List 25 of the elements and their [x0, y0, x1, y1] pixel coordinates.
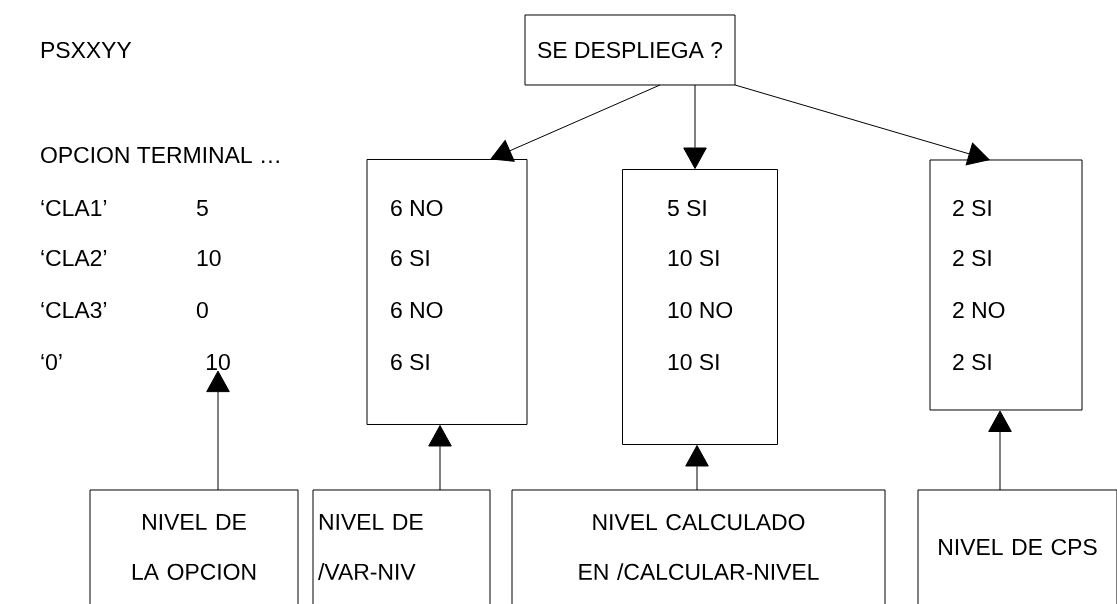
description-box: NIVEL DE /VAR-NIV	[312, 489, 491, 604]
table-text: ‘CLA3’	[41, 301, 107, 319]
level-box: 6 NO 6 SI 6 NO 6 SI	[366, 159, 528, 425]
arrow	[490, 84, 661, 162]
arrow	[734, 84, 990, 166]
level-box: 2 SI 2 SI 2 NO 2 SI	[929, 159, 1083, 411]
arrow	[685, 445, 709, 491]
arrow	[206, 370, 230, 491]
table-text: ‘CLA2’	[41, 249, 107, 267]
table-text: 5	[196, 200, 208, 216]
value-text: 10	[207, 353, 230, 371]
table-text: PSXXYY	[41, 41, 132, 59]
question-box: SE DESPLIEGA ?	[524, 14, 736, 86]
description-box: NIVEL CALCULADO EN /CALCULAR-NIVEL	[511, 489, 886, 604]
table-text: 0	[196, 301, 208, 319]
arrow	[988, 410, 1012, 491]
table-text: 10	[197, 249, 221, 267]
description-box: NIVEL DE CPS	[917, 489, 1117, 604]
level-box: 5 SI 10 SI 10 NO 10 SI	[622, 169, 778, 445]
table-text: ‘0’	[41, 353, 62, 371]
table-text: OPCION TERMINAL …	[41, 146, 279, 164]
description-box: NIVEL DE LA OPCION	[89, 489, 299, 604]
arrow	[683, 84, 707, 169]
arrow	[428, 425, 452, 491]
table-text: ‘CLA1’	[41, 199, 107, 217]
